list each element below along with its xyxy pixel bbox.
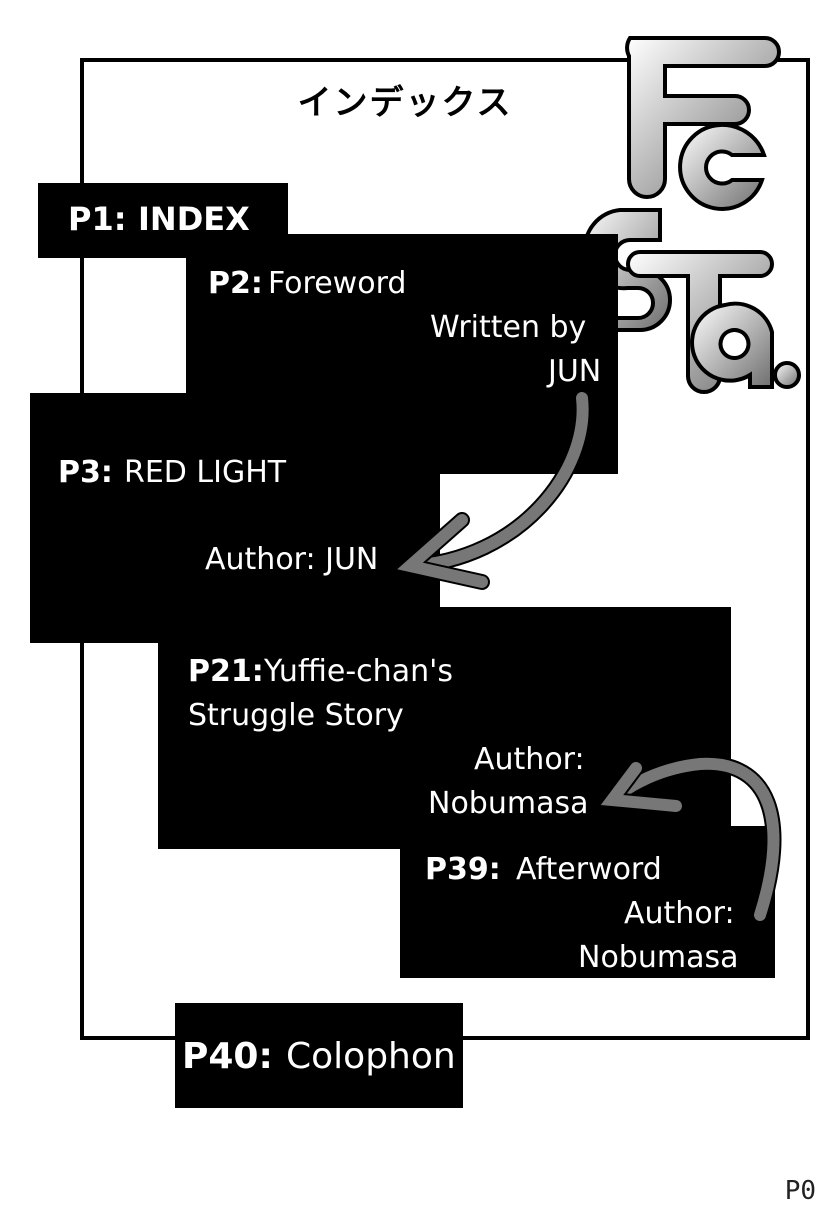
entry-credit-p39-label: Author:: [624, 896, 735, 931]
entry-title-p40: Colophon: [286, 1036, 456, 1077]
page-number: P0: [784, 1176, 816, 1206]
entry-page-p3: P3:: [58, 455, 113, 490]
entry-page-p39: P39:: [425, 852, 501, 887]
page-heading: インデックス: [297, 83, 513, 123]
logo-letter-e: [678, 122, 767, 211]
entry-page-p1: P1:: [68, 200, 127, 238]
entry-title-p21-line2: Struggle Story: [188, 698, 404, 733]
entry-title-p2: Foreword: [268, 266, 407, 301]
entry-credit-p2-name: JUN: [548, 354, 602, 389]
entry-credit-p3: Author: JUN: [205, 542, 379, 577]
entry-title-p3: RED LIGHT: [124, 455, 287, 490]
logo-letter-f: [625, 36, 781, 199]
entry-page-p21: P21:: [188, 654, 264, 689]
entry-credit-p21-name: Nobumasa: [428, 786, 589, 821]
entry-block-p3: [30, 393, 440, 643]
entry-title-p39: Afterword: [516, 852, 662, 887]
entry-credit-p39-name: Nobumasa: [578, 940, 739, 975]
entry-block-p40: [175, 1003, 463, 1108]
logo-letter-a: [690, 301, 774, 389]
entry-credit-p21-label: Author:: [474, 742, 585, 777]
entry-title-p21-line1: Yuffie-chan's: [264, 654, 453, 689]
logo-dot: [773, 361, 801, 389]
entry-title-p1: INDEX: [138, 200, 250, 238]
entry-page-p40: P40:: [182, 1036, 273, 1077]
entry-page-p2: P2:: [208, 266, 263, 301]
entry-credit-p2-label: Written by: [430, 310, 587, 345]
